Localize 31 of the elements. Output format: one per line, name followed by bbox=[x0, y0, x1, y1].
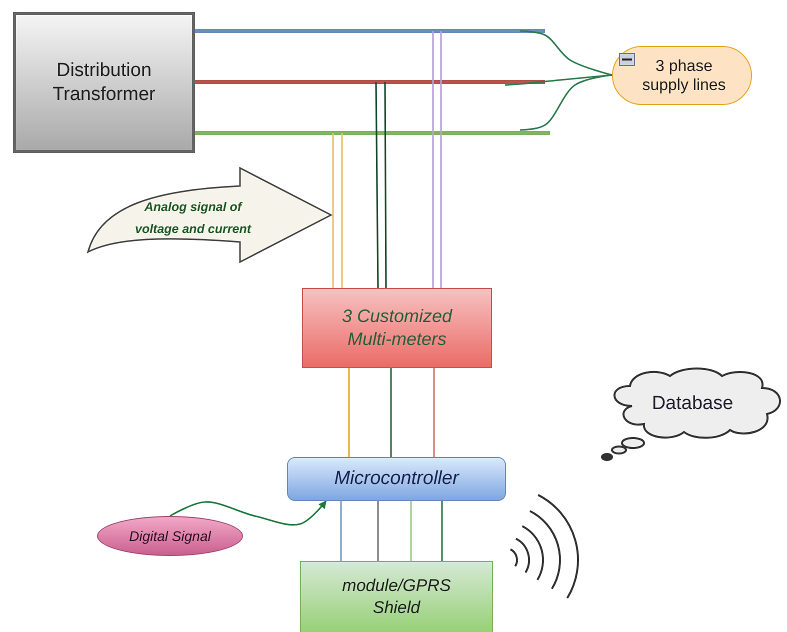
wire bbox=[433, 368, 435, 457]
wire bbox=[390, 368, 392, 457]
transformer-box bbox=[13, 12, 195, 153]
box-label: Microcontroller bbox=[334, 468, 459, 490]
wire bbox=[375, 82, 379, 288]
wire bbox=[440, 31, 442, 288]
wire bbox=[384, 82, 387, 288]
box-label: Distribution Transformer bbox=[52, 58, 156, 106]
wire bbox=[195, 131, 550, 135]
wire bbox=[377, 501, 379, 561]
arrow-label: Analog signal of voltage and current bbox=[134, 199, 252, 238]
wire bbox=[341, 133, 343, 288]
wire bbox=[432, 31, 434, 288]
wire bbox=[520, 30, 612, 76]
cloud-label: Database bbox=[652, 393, 734, 415]
wire bbox=[340, 501, 342, 561]
ellipse-label: 3 phase supply lines bbox=[641, 56, 727, 94]
wire bbox=[348, 368, 350, 457]
wire bbox=[195, 29, 545, 33]
module-box bbox=[300, 561, 493, 632]
microcontroller-box bbox=[287, 457, 506, 501]
box-label: 3 Customized Multi-meters bbox=[340, 305, 454, 351]
multimeter-box bbox=[302, 288, 492, 368]
wire bbox=[332, 133, 334, 288]
wire bbox=[441, 501, 443, 561]
arrow bbox=[170, 500, 327, 526]
box-label: module/GPRS Shield bbox=[341, 575, 452, 619]
wire bbox=[520, 74, 612, 131]
wire bbox=[410, 501, 412, 561]
ellipse-label: Digital Signal bbox=[129, 528, 211, 544]
wire bbox=[195, 80, 545, 84]
